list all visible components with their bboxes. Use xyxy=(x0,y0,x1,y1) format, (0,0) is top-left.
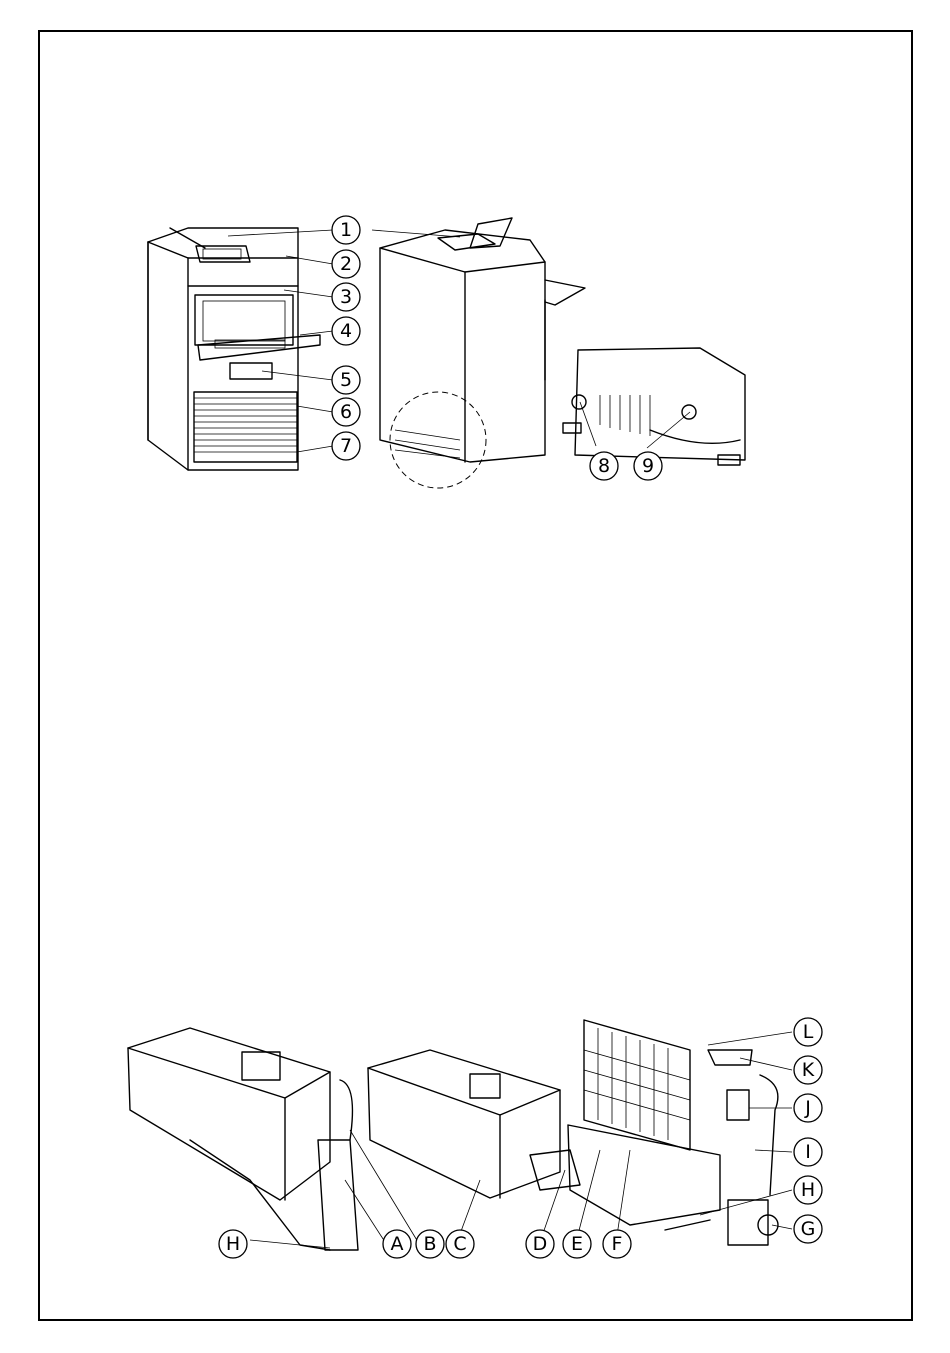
ice-bin-assembly-left xyxy=(128,1028,358,1250)
callout-label: H xyxy=(226,1233,240,1255)
callout-k-11: K xyxy=(794,1056,822,1084)
callout-f-5: F xyxy=(603,1230,631,1258)
callout-label: K xyxy=(802,1059,815,1081)
ice-bin-assembly-middle xyxy=(368,1050,580,1198)
callout-label: 2 xyxy=(340,253,352,275)
callout-5-4: 5 xyxy=(332,366,360,394)
callout-label: 3 xyxy=(340,286,352,308)
callout-label: 5 xyxy=(340,369,352,391)
callout-9-8: 9 xyxy=(634,452,662,480)
callout-label: I xyxy=(805,1141,811,1163)
callout-label: G xyxy=(801,1218,816,1240)
evaporator-assembly xyxy=(568,1020,778,1245)
callout-7-6: 7 xyxy=(332,432,360,460)
ice-maker-back-view xyxy=(380,218,585,488)
callout-label: H xyxy=(801,1179,815,1201)
callout-2-1: 2 xyxy=(332,250,360,278)
callout-i-9: I xyxy=(794,1138,822,1166)
callout-a-0: A xyxy=(383,1230,411,1258)
callout-label: B xyxy=(423,1233,436,1255)
callout-label: 6 xyxy=(340,401,352,423)
callout-h-7: H xyxy=(219,1230,247,1258)
callout-d-3: D xyxy=(526,1230,554,1258)
callout-label: 1 xyxy=(340,219,352,241)
callout-b-1: B xyxy=(416,1230,444,1258)
callout-l-12: L xyxy=(794,1018,822,1046)
callout-label: J xyxy=(804,1097,811,1119)
callout-3-2: 3 xyxy=(332,283,360,311)
callout-label: 7 xyxy=(340,435,352,457)
callout-label: L xyxy=(803,1021,814,1043)
callout-c-2: C xyxy=(446,1230,474,1258)
callout-h-8: H xyxy=(794,1176,822,1204)
callout-j-10: J xyxy=(794,1094,822,1122)
callout-label: A xyxy=(391,1233,404,1255)
callout-label: 4 xyxy=(340,320,352,342)
callout-label: 8 xyxy=(598,455,610,477)
ice-maker-front-view xyxy=(148,228,320,470)
callout-label: C xyxy=(453,1233,466,1255)
callout-label: E xyxy=(571,1233,583,1255)
rear-detail-inset xyxy=(563,348,745,465)
callout-e-4: E xyxy=(563,1230,591,1258)
callout-4-3: 4 xyxy=(332,317,360,345)
callout-label: D xyxy=(533,1233,548,1255)
callout-6-5: 6 xyxy=(332,398,360,426)
callout-1-0: 1 xyxy=(332,216,360,244)
callout-label: 9 xyxy=(642,455,654,477)
callout-8-7: 8 xyxy=(590,452,618,480)
callout-g-6: G xyxy=(794,1215,822,1243)
callout-label: F xyxy=(612,1233,623,1255)
